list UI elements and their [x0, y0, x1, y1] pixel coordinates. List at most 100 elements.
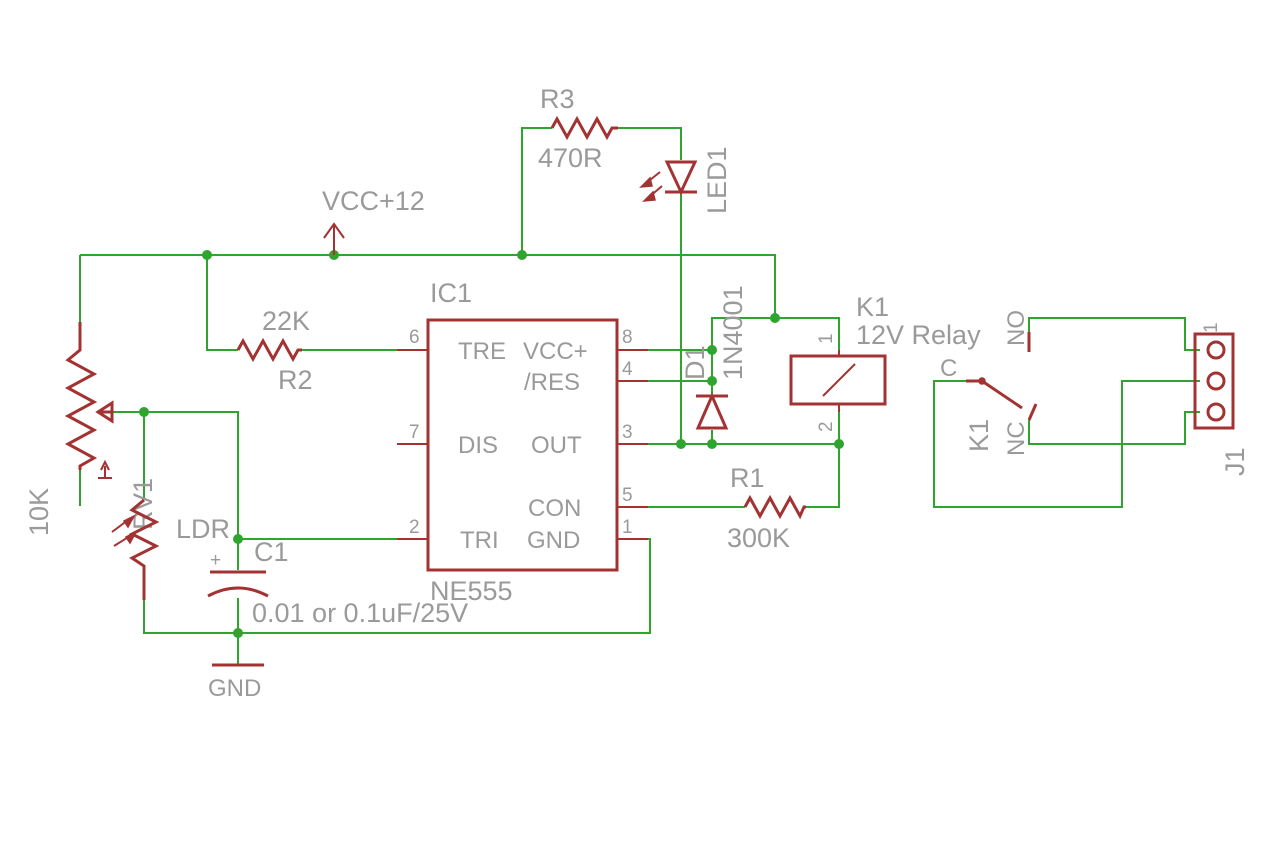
ic1-part: NE555 [430, 576, 513, 606]
junction-dot [707, 439, 717, 449]
d1-name: D1 [680, 345, 710, 380]
resistor-icon [743, 494, 806, 520]
led-triangle-icon [664, 160, 698, 196]
c1-name: C1 [254, 537, 289, 567]
connector-pin-icon [1206, 340, 1226, 360]
resistor-icon [550, 115, 618, 141]
wire-tri-to-wiper [112, 411, 239, 539]
r1-value: 300K [727, 523, 790, 553]
junction-dot [517, 250, 527, 260]
ic1-pin-label: TRE [458, 338, 506, 365]
ic1-pin-label: VCC+ [523, 338, 588, 365]
wire-vcc-to-r2 [206, 255, 238, 351]
led-arrowhead-icon [639, 176, 656, 202]
wire-no-to-j1 [1028, 317, 1200, 351]
ic1-pin-label: CON [528, 495, 581, 522]
junction-dot [707, 345, 717, 355]
ic1-pin-number: 4 [622, 359, 633, 380]
ldr-sensor: LDR [111, 498, 230, 600]
led1: LED1 [639, 146, 732, 214]
switch-nc-contact [1027, 403, 1038, 421]
r1-resistor: R1 300K [727, 463, 806, 553]
led1-name: LED1 [702, 146, 732, 214]
wire-vcc-to-coil-node [711, 317, 775, 350]
r3-value: 470R [538, 143, 603, 173]
ic1-pin-number: 2 [409, 517, 420, 538]
d1-diode: D1 1N4001 [680, 285, 748, 430]
gnd-label: GND [208, 675, 261, 702]
ic1-pin-number: 6 [409, 327, 420, 348]
k1-coil-pin: 1 [816, 333, 837, 344]
ic1-pin-label: OUT [531, 432, 582, 459]
ic1-pin-number: 7 [409, 422, 420, 443]
junction-dot [233, 628, 243, 638]
j1-pin: 1 [1201, 322, 1222, 333]
vcc-arrow-icon [323, 222, 345, 255]
wire-r1-to-out [806, 444, 840, 508]
d1-value: 1N4001 [718, 285, 748, 380]
r2-value: 22K [262, 306, 310, 336]
junction-dot [707, 376, 717, 386]
connector-pin-icon [1206, 371, 1226, 391]
r2-name: R2 [278, 365, 313, 395]
r3-resistor: R3 470R [538, 84, 618, 173]
connector-body-icon [1193, 332, 1235, 430]
ldr-resistor-icon [128, 498, 160, 600]
vcc-symbol: VCC+12 [322, 186, 425, 255]
c1-value: 0.01 or 0.1uF/25V [252, 598, 468, 628]
r2-resistor: 22K R2 [236, 306, 313, 395]
junction-dot [139, 407, 149, 417]
j1-connector: 1 J1 [1193, 322, 1250, 476]
r1-name: R1 [730, 463, 765, 493]
potentiometer-icon [64, 322, 98, 470]
resistor-icon [236, 337, 302, 363]
wire-c-loop [933, 380, 1200, 508]
k1-switch-c: C [940, 355, 957, 382]
wire-out-net [618, 412, 840, 445]
c1-capacitor: + C1 0.01 or 0.1uF/25V [207, 537, 468, 628]
ic1-pin-label: TRI [460, 527, 499, 554]
r3-name: R3 [540, 84, 575, 114]
connector-pin-icon [1206, 402, 1226, 422]
vcc-label: VCC+12 [322, 186, 425, 216]
ic1-pin-label: GND [527, 527, 580, 554]
wire-vcc-to-r3 [521, 127, 552, 255]
k1-relay-coil: 1 2 K1 12V Relay [789, 292, 981, 432]
ic1-pin-number: 1 [622, 517, 633, 538]
wire-node-to-coil [775, 317, 840, 350]
k1-coil-pin: 2 [816, 421, 837, 432]
pot-adjust-icon [98, 459, 112, 479]
ic1-pin-label: /RES [524, 369, 580, 396]
ic1-ne555: IC1 NE555 8 VCC+ 4 /RES 3 OUT 5 CON 1 GN… [397, 278, 648, 606]
k1-switch-no: NO [1003, 310, 1030, 346]
junction-dot [834, 439, 844, 449]
ic1-pin-number: 8 [622, 327, 633, 348]
wire-vcc-rail [80, 254, 776, 318]
relay-coil-diagonal [822, 363, 856, 397]
k1-switch-name: K1 [964, 419, 994, 452]
ic1-pin-leads [397, 349, 648, 540]
k1-coil-name: K1 [856, 292, 889, 322]
wires [79, 127, 1200, 664]
ic1-name: IC1 [430, 278, 472, 308]
wire-r3-to-led [618, 127, 682, 160]
switch-lever-icon [981, 379, 1023, 410]
junction-dot [202, 250, 212, 260]
diode-triangle-icon [695, 392, 729, 430]
gnd-symbol: GND [208, 663, 264, 702]
wire-nc-to-j1 [1028, 411, 1200, 445]
k1-coil-value: 12V Relay [856, 320, 981, 350]
j1-name: J1 [1220, 447, 1250, 476]
pot-wiper-arrow-icon [95, 400, 114, 424]
k1-relay-switch: C NO NC K1 [940, 310, 1038, 456]
junction-dot [676, 439, 686, 449]
junction-dot [233, 534, 243, 544]
c1-plus: + [210, 550, 221, 571]
ic1-pin-number: 5 [622, 485, 633, 506]
ic1-pin-number: 3 [622, 422, 633, 443]
junction-dot [770, 313, 780, 323]
rv1-value: 10K [24, 488, 54, 536]
k1-switch-nc: NC [1003, 421, 1030, 456]
ldr-name: LDR [176, 514, 230, 544]
